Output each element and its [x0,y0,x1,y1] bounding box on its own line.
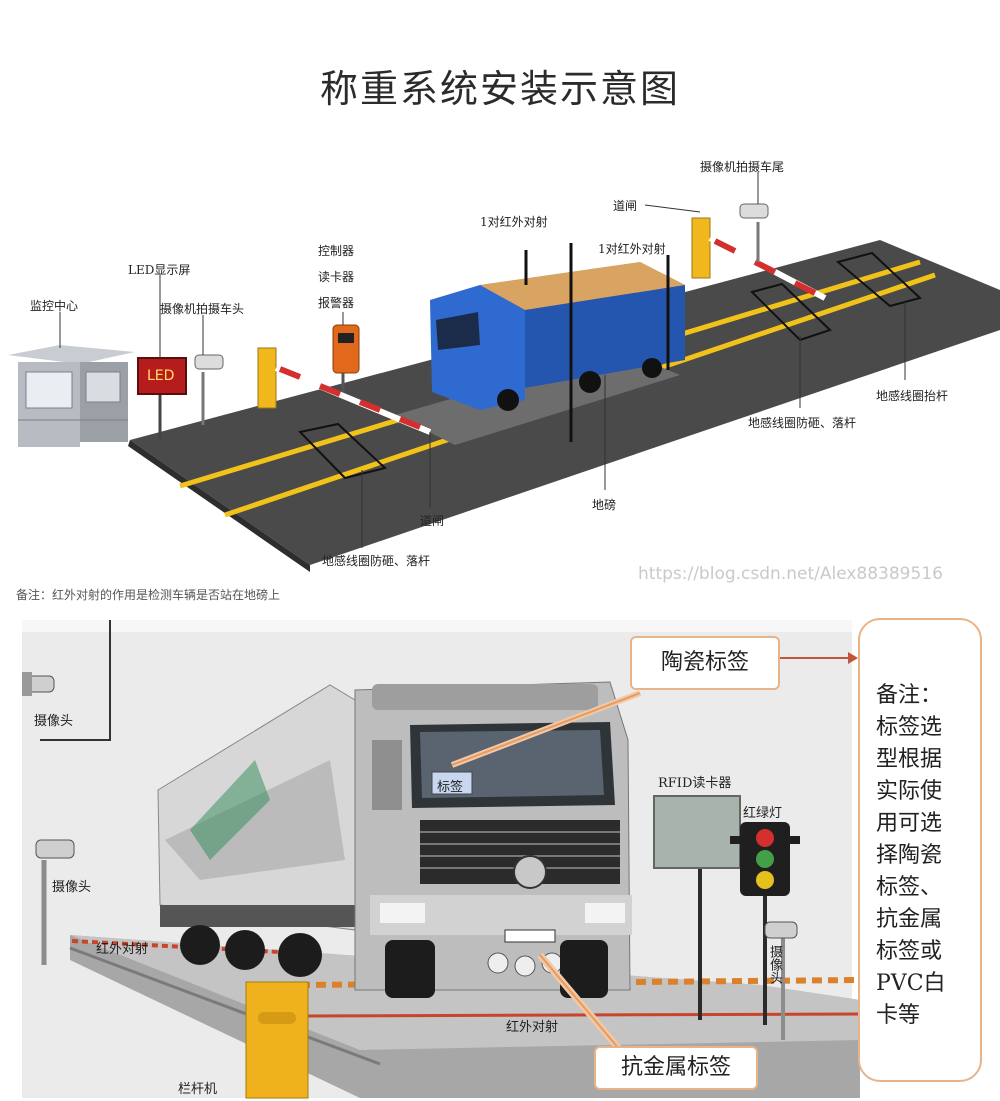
barrier-gate-left [257,347,432,435]
side-note-line: 型根据 [876,747,943,772]
camera-bottom-1 [22,672,55,696]
label-controller: 控制器 [318,244,355,258]
weighbridge [395,350,680,445]
truck-trailer [157,684,356,977]
camera-bottom-3 [764,921,798,1040]
side-note-line: 用可选 [876,811,943,836]
truck-cab [354,681,632,998]
label-camera-1: 摄像头 [34,714,74,729]
side-note-line: 择陶瓷 [876,843,943,868]
label-ir-2: 1对红外对射 [598,242,666,256]
ground-loop-left [298,422,388,480]
led-screen [137,357,187,440]
label-ir-bottom: 红外对射 [506,1020,559,1035]
led-screen-text: LED [147,368,175,384]
side-note-text: 备注： 标签选 型根据 实际使 用可选 择陶瓷 标签、 抗金属 标签或 PVC白… [876,680,968,1032]
label-gate-bottom: 道闸 [420,514,445,528]
label-loop-left: 地感线圈防砸、落杆 [322,554,431,568]
windshield-tag [431,771,473,795]
label-camera-2: 摄像头 [52,880,92,895]
label-loop-right: 地感线圈防砸、落杆 [748,416,857,430]
top-note: 备注：红外对射的作用是检测车辆是否站在地磅上 [16,588,281,602]
windshield-tag-label: 标签 [437,780,464,795]
label-barrier: 栏杆机 [178,1082,218,1097]
side-note-line: 抗金属 [876,907,943,932]
watermark: https://blog.csdn.net/Alex88389516 [638,564,943,584]
label-ir-1: 1对红外对射 [480,215,548,229]
barrier-gate-right [691,217,827,301]
label-gate-top: 道闸 [613,199,638,213]
side-note-line: 标签选 [876,715,943,740]
traffic-light-device [730,822,800,1025]
truck-top [430,262,685,411]
camera-rear [739,203,769,262]
label-card-reader: 读卡器 [318,270,355,284]
side-note-line: 标签或 [876,939,943,964]
monitor-booth [8,345,135,447]
label-camera-front: 摄像机拍摄车头 [160,302,245,316]
label-loop-lift: 地感线圈抬杆 [876,389,949,403]
side-note-line: 实际使 [876,779,943,804]
camera-bottom-2 [35,839,75,965]
label-monitor-center: 监控中心 [30,299,79,313]
label-camera-3: 摄像头 [767,945,782,984]
label-led-screen: LED显示屏 [128,263,191,277]
side-note-line: 标签、 [876,875,943,900]
side-note-heading: 备注： [876,683,943,708]
side-note-box: 备注： 标签选 型根据 实际使 用可选 择陶瓷 标签、 抗金属 标签或 PVC白… [858,618,982,1082]
ceramic-tag-callout: 陶瓷标签 [630,636,780,690]
side-note-line: 卡等 [876,1003,921,1028]
label-camera-rear: 摄像机拍摄车尾 [700,160,785,174]
rfid-reader-device [653,795,741,1020]
label-ir-left: 红外对射 [96,942,149,957]
side-note-line: PVC白 [876,971,946,996]
label-scale: 地磅 [592,498,617,512]
barrier-machine [245,981,309,1099]
controller-kiosk [332,324,360,392]
label-traffic-light: 红绿灯 [743,806,783,821]
label-alarm: 报警器 [318,296,355,310]
ground-loop-right [835,251,922,308]
label-rfid-reader: RFID读卡器 [658,776,732,791]
page-title: 称重系统安装示意图 [319,67,680,111]
camera-front [194,354,224,425]
anti-metal-tag-callout: 抗金属标签 [594,1046,758,1090]
ground-loop-mid [750,282,832,342]
